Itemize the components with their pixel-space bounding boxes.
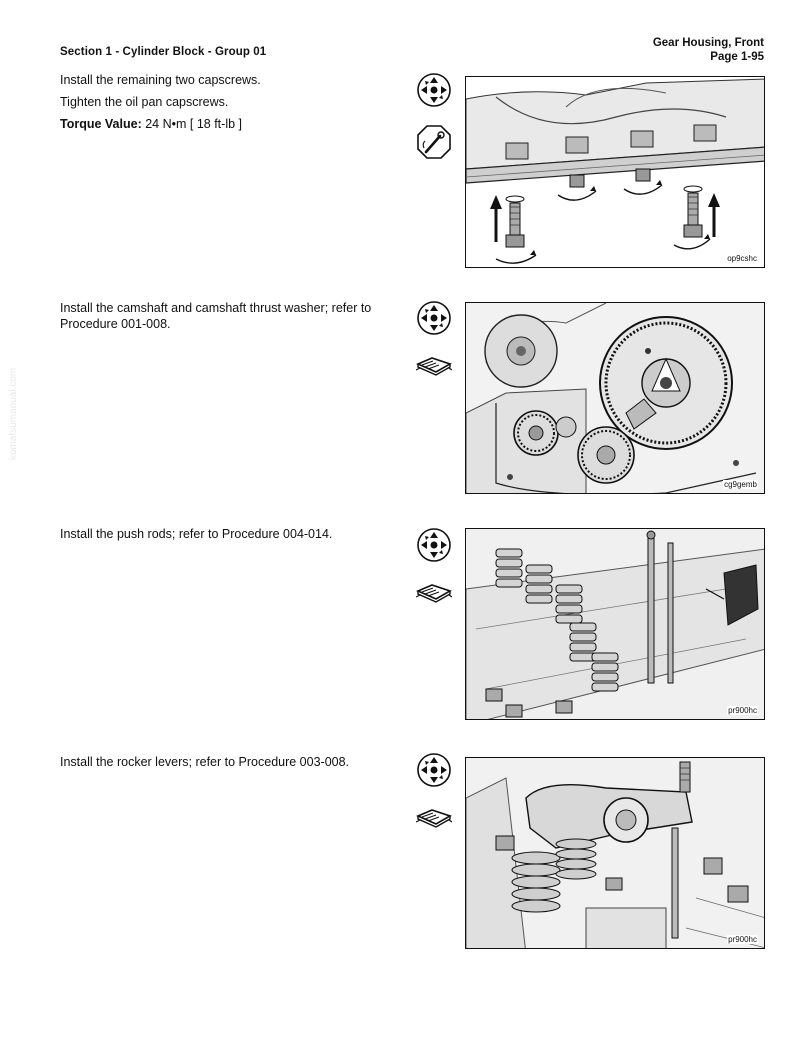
page-number: Page 1-95	[710, 51, 764, 63]
step-2-icons	[416, 300, 456, 376]
step-3-text: Install the push rods; refer to Procedur…	[60, 526, 410, 548]
step-3-line-1: Install the push rods; refer to Procedur…	[60, 527, 333, 541]
figure-code: pr900hc	[727, 935, 758, 944]
torque-spec: Torque Value: 24 N•m [ 18 ft-lb ]	[60, 116, 410, 132]
section-heading: Section 1 - Cylinder Block - Group 01	[60, 46, 267, 58]
step-4-text: Install the rocker levers; refer to Proc…	[60, 754, 410, 776]
figure-rocker-levers: pr900hc	[465, 757, 765, 949]
step-1-line-1: Install the remaining two capscrews.	[60, 73, 261, 87]
figure-oil-pan-capscrews: op9cshc	[465, 76, 765, 268]
figure-push-rods: pr900hc	[465, 528, 765, 720]
wrench-install-icon	[416, 527, 452, 563]
manual-reference-icon	[416, 802, 452, 828]
figure-camshaft-install: cg9gemb	[465, 302, 765, 494]
torque-label: Torque Value:	[60, 117, 142, 131]
manual-reference-icon	[416, 577, 452, 603]
watermark: komatsumanual.com	[8, 367, 19, 460]
step-4-line-1: Install the rocker levers; refer to Proc…	[60, 755, 350, 769]
figure-code: pr900hc	[727, 706, 758, 715]
step-1-text: Install the remaining two capscrews. Tig…	[60, 72, 410, 138]
wrench-install-icon	[416, 752, 452, 788]
figure-code: op9cshc	[726, 254, 758, 263]
step-1-line-2: Tighten the oil pan capscrews.	[60, 95, 229, 109]
step-2-text: Install the camshaft and camshaft thrust…	[60, 300, 410, 338]
wrench-install-icon	[416, 300, 452, 336]
step-2-line-1: Install the camshaft and camshaft thrust…	[60, 301, 372, 331]
page-header: Gear Housing, Front Page 1-95	[653, 36, 764, 64]
step-3-icons	[416, 527, 456, 603]
page-title: Gear Housing, Front	[652, 37, 764, 49]
manual-reference-icon	[416, 350, 452, 376]
wrench-install-icon	[416, 72, 452, 108]
figure-code: cg9gemb	[723, 480, 758, 489]
torque-wrench-icon	[416, 124, 452, 160]
torque-value: 24 N•m [ 18 ft-lb ]	[145, 117, 242, 131]
step-4-icons	[416, 752, 456, 828]
step-1-icons	[416, 72, 456, 160]
